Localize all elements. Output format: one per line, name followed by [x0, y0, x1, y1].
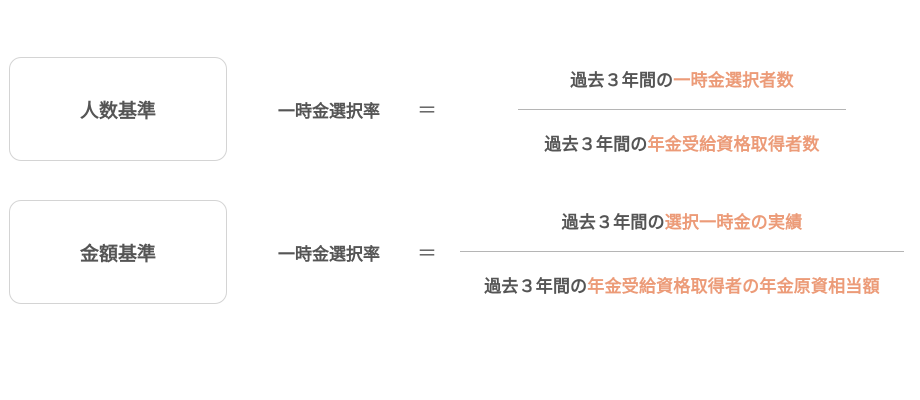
- fraction-divider: [518, 109, 846, 110]
- numerator-prefix: 過去３年間の: [561, 213, 665, 233]
- denominator-highlight: 年金受給資格取得者の年金原資相当額: [587, 277, 880, 297]
- fraction-divider: [460, 251, 904, 252]
- denominator-highlight: 年金受給資格取得者数: [647, 135, 820, 155]
- basis-label-box: 金額基準: [9, 200, 227, 304]
- basis-label: 金額基準: [79, 242, 156, 265]
- equals-sign: ＝: [417, 241, 437, 265]
- basis-label: 人数基準: [79, 99, 156, 122]
- denominator-prefix: 過去３年間の: [484, 277, 588, 297]
- fraction-denominator: 過去３年間の年金受給資格取得者数: [518, 130, 846, 155]
- formula-lhs: 一時金選択率: [278, 102, 380, 122]
- basis-label-box: 人数基準: [9, 57, 227, 161]
- numerator-highlight: 選択一時金の実績: [664, 213, 803, 233]
- numerator-highlight: 一時金選択者数: [673, 71, 794, 91]
- numerator-prefix: 過去３年間の: [570, 71, 674, 91]
- denominator-prefix: 過去３年間の: [544, 135, 648, 155]
- fraction-numerator: 過去３年間の選択一時金の実績: [460, 208, 904, 233]
- fraction-numerator: 過去３年間の一時金選択者数: [518, 66, 846, 91]
- fraction-denominator: 過去３年間の年金受給資格取得者の年金原資相当額: [452, 272, 912, 297]
- equals-sign: ＝: [417, 98, 437, 122]
- formula-lhs: 一時金選択率: [278, 245, 380, 265]
